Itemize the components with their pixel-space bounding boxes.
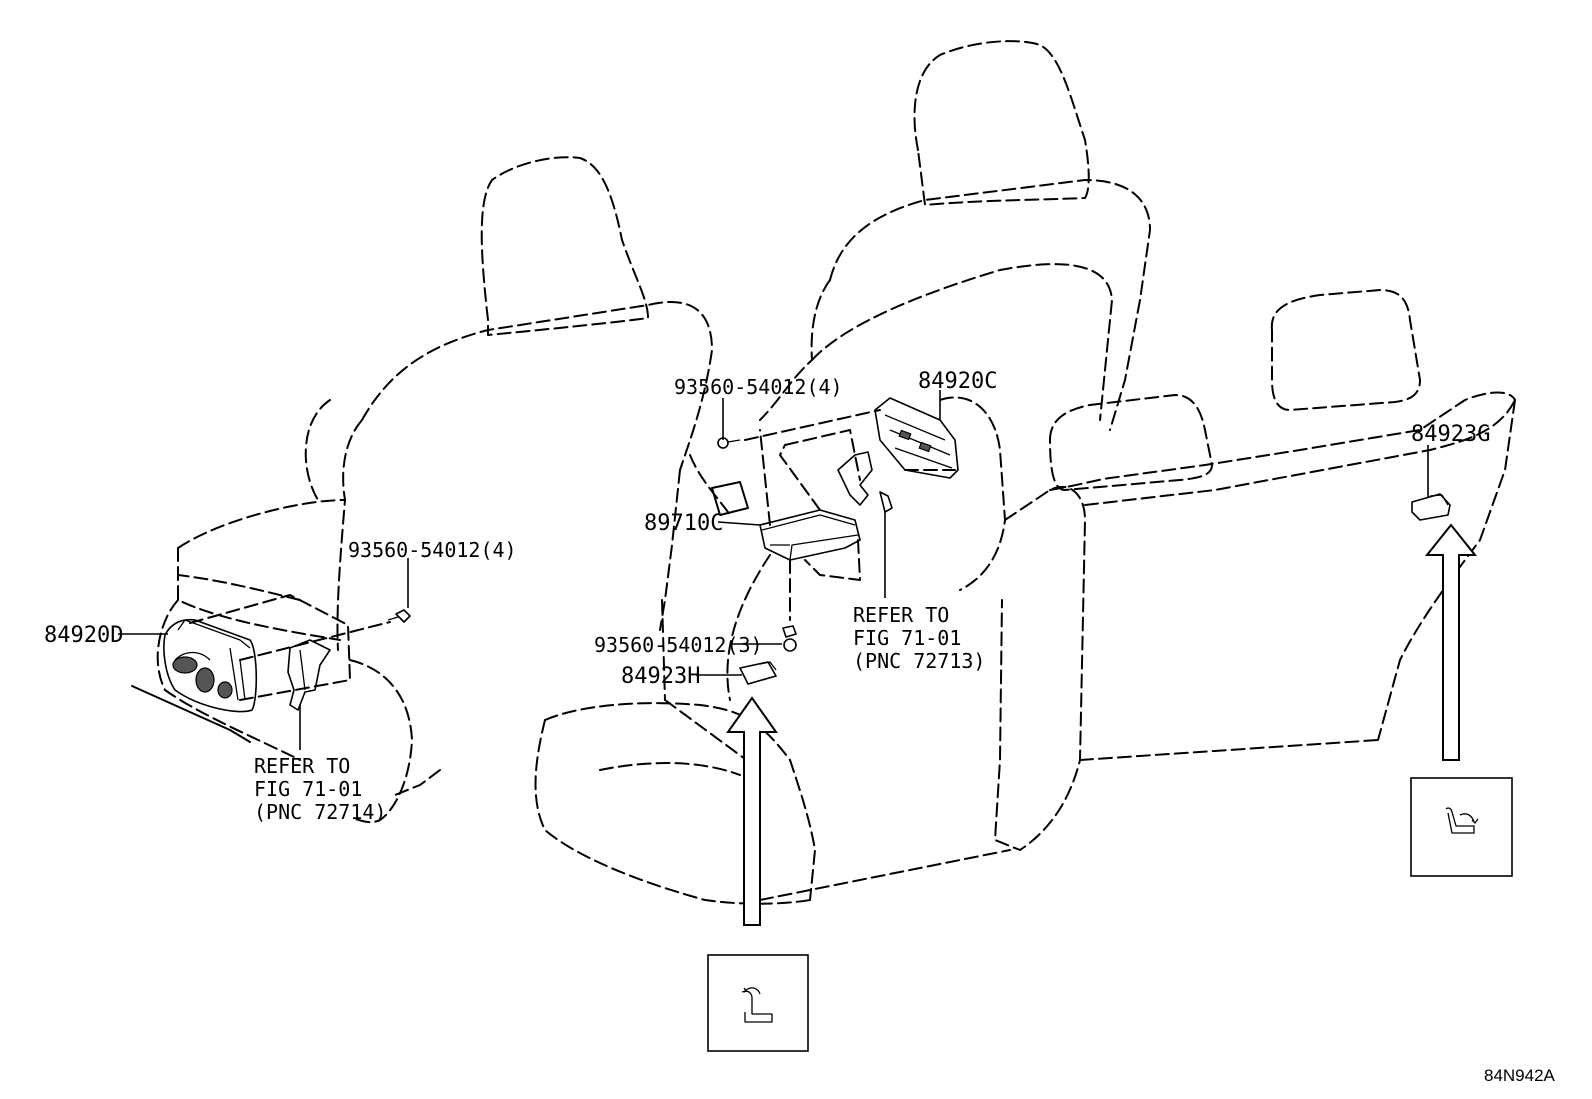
refer-right-line1: REFER TO	[853, 603, 949, 627]
label-89710C: 89710C	[644, 511, 723, 536]
label-screw-left: 93560-54012(4)	[348, 538, 517, 562]
seat-recline-forward-icon	[741, 987, 773, 1023]
screw-left	[387, 609, 411, 623]
ecu-mount-panel	[711, 481, 749, 516]
label-screw-upper: 93560-54012(4)	[674, 375, 843, 399]
arrow-to-84923G	[1424, 523, 1478, 761]
label-84920C: 84920C	[918, 369, 997, 394]
part-labels: 84920D 84920C 89710C 84923H 84923G 93560…	[44, 369, 1490, 689]
screw-lower	[782, 625, 797, 652]
rear-seat-outline	[1049, 289, 1516, 761]
seat-recline-back-icon	[1445, 807, 1479, 834]
part-84920C-seat-switch[interactable]	[874, 397, 959, 479]
refer-note-left: REFER TO FIG 71-01 (PNC 72714)	[254, 754, 386, 824]
refer-right-line3: (PNC 72713)	[853, 649, 985, 673]
assembly-guides	[189, 409, 956, 701]
label-screw-lower: 93560-54012(3)	[594, 633, 763, 657]
refer-right-line2: FIG 71-01	[853, 626, 961, 650]
part-84923G-switch[interactable]	[1411, 493, 1451, 521]
part-middle-bracket	[837, 451, 893, 513]
label-84923G: 84923G	[1411, 422, 1490, 447]
front-seat-outline	[131, 156, 713, 824]
screw-upper	[717, 437, 741, 449]
part-84923H-switch[interactable]	[739, 661, 777, 685]
middle-seat-outline	[534, 40, 1151, 905]
part-89710C-control-unit[interactable]	[759, 509, 861, 561]
refer-left-line1: REFER TO	[254, 754, 350, 778]
refer-note-right: REFER TO FIG 71-01 (PNC 72713)	[853, 603, 985, 673]
label-84923H: 84923H	[621, 664, 700, 689]
figure-code: 84N942A	[1484, 1066, 1556, 1085]
refer-left-line2: FIG 71-01	[254, 777, 362, 801]
part-left-bracket	[287, 639, 331, 711]
leader-lines	[118, 390, 1429, 750]
label-84920D: 84920D	[44, 623, 123, 648]
callout-box-right	[1410, 777, 1513, 877]
part-84920D-seat-switch[interactable]	[163, 618, 258, 713]
arrow-to-84923H	[726, 696, 778, 926]
callout-box-center	[707, 954, 809, 1052]
refer-left-line3: (PNC 72714)	[254, 800, 386, 824]
